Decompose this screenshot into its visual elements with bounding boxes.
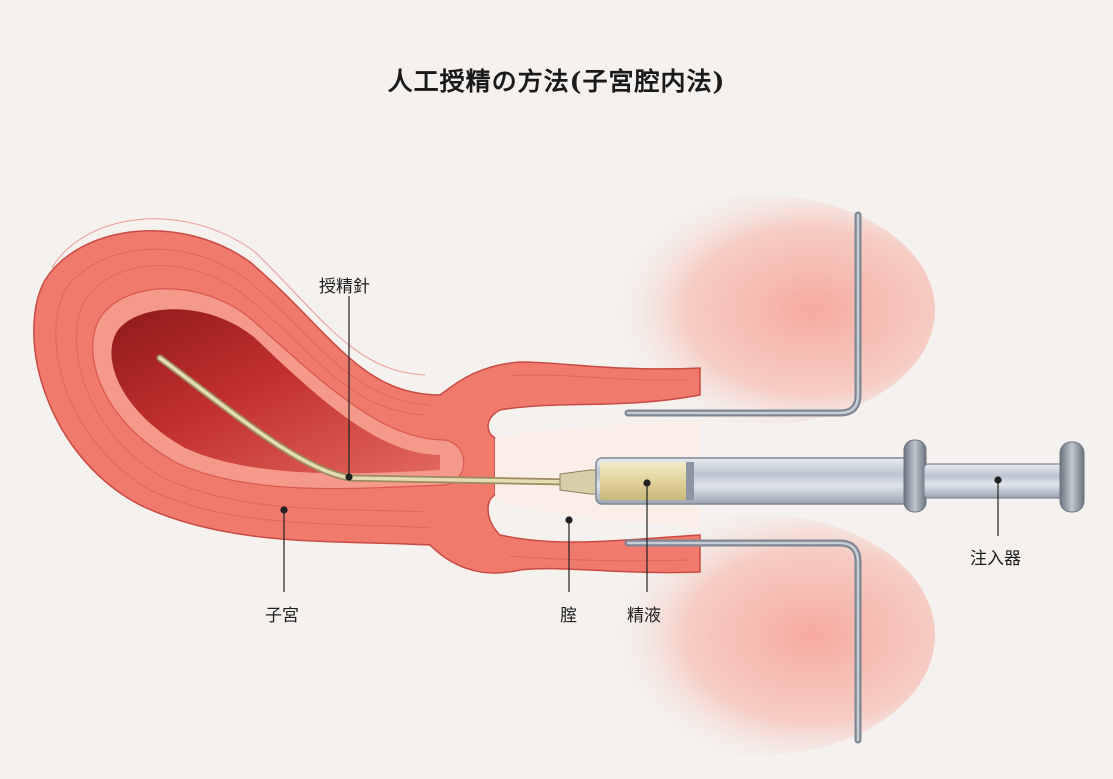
syringe-label: 注入器 [970, 549, 1021, 569]
syringe-flange [903, 439, 927, 513]
uterine-cavity [111, 309, 441, 474]
vagina-label: 腟 [560, 606, 577, 626]
uterus-muscle-fibers [51, 218, 691, 562]
needle-label: 授精針 [319, 277, 370, 297]
semen-leader-dot [643, 479, 651, 487]
diagram-title: 人工授精の方法(子宮腔内法) [387, 67, 726, 96]
body-wall-lower [585, 515, 935, 755]
uterus-leader-dot [280, 506, 288, 514]
body-wall-upper [585, 195, 935, 425]
semen-label: 精液 [627, 606, 661, 626]
needle-leader-dot [345, 473, 353, 481]
syringe-hub [559, 469, 599, 495]
semen-in-barrel [600, 462, 688, 500]
uterus-label: 子宮 [265, 606, 299, 626]
syringe-plunger-head [686, 462, 694, 500]
leader-lines [280, 296, 1002, 592]
vagina-leader-dot [565, 516, 573, 524]
syringe-thumb-rest [1059, 441, 1085, 513]
syringe-leader-dot [994, 476, 1002, 484]
